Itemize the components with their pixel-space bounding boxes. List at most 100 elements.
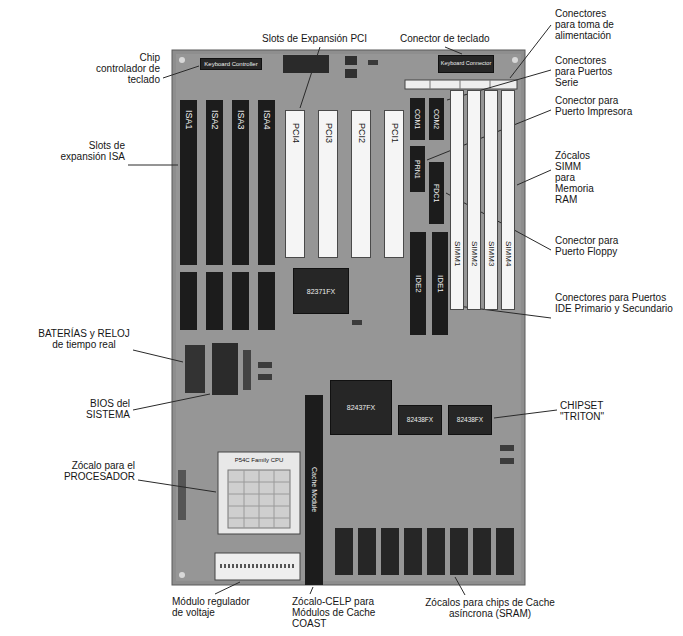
part-label: 82438FX xyxy=(457,417,483,424)
part-label: 82438FX xyxy=(407,417,433,424)
leader-line xyxy=(517,170,551,185)
isa-slot-part xyxy=(206,272,223,330)
isa-slot: ISA4 xyxy=(258,100,275,265)
port-header: COM2 xyxy=(429,98,444,140)
small-chip xyxy=(345,69,357,78)
leader-line xyxy=(215,582,240,594)
part-label: Cache Module xyxy=(311,467,318,512)
sram-chip xyxy=(358,528,376,575)
jumper xyxy=(500,445,514,451)
callout-label: CHIPSET "TRITON" xyxy=(560,400,620,422)
part-label: PCI3 xyxy=(324,123,333,143)
mounting-hole xyxy=(179,57,185,63)
callout-label: Conector de teclado xyxy=(400,33,510,44)
jumper-block xyxy=(243,350,251,390)
simm-socket: SIMM2 xyxy=(467,90,481,310)
isa-slot: ISA3 xyxy=(232,100,249,265)
callout-label: Slots de Expansión PCI xyxy=(262,33,392,44)
simm-socket: SIMM4 xyxy=(501,90,515,310)
part-label: IDE2 xyxy=(414,275,422,293)
pin-grid xyxy=(228,470,290,528)
sram-chip xyxy=(496,528,514,575)
sram-chip xyxy=(335,528,353,575)
board-surface xyxy=(176,54,521,581)
leader-line xyxy=(510,25,551,78)
simm-socket: SIMM1 xyxy=(450,90,464,310)
part-label: PCI1 xyxy=(390,123,399,143)
part-label: Keyboard Connector xyxy=(441,61,491,67)
cache-slot: Cache Module xyxy=(305,395,323,585)
callout-label: Zócalo-CELP para Módulos de Cache COAST xyxy=(292,596,380,629)
jumper-block xyxy=(178,470,186,520)
pci-slot: PCI2 xyxy=(351,110,371,258)
part-label: COM1 xyxy=(414,109,421,129)
callout-label: Conector para Puerto Impresora xyxy=(555,95,645,117)
small-chip xyxy=(345,56,357,65)
sram-chip xyxy=(404,528,422,575)
sram-chip xyxy=(381,528,399,575)
pin-column xyxy=(274,470,275,528)
chipset-chip: 82371FX xyxy=(293,268,349,314)
ide-header: IDE2 xyxy=(410,232,426,335)
part-label: P54C Family CPU xyxy=(235,457,284,463)
part-label: FDC1 xyxy=(433,184,440,202)
callout-label: Conector para Puerto Floppy xyxy=(555,235,620,257)
port-header: COM1 xyxy=(410,98,425,140)
callout-label: BIOS del SISTEMA xyxy=(60,398,130,420)
motherboard xyxy=(172,50,525,585)
isa-slot-part xyxy=(258,272,275,330)
pin-column xyxy=(259,470,260,528)
isa-slot: ISA1 xyxy=(180,100,197,265)
jumper xyxy=(352,320,362,325)
pci-slot: PCI1 xyxy=(384,110,404,258)
callout-label: Conectores para Puertos IDE Primario y S… xyxy=(555,292,675,314)
part-label: PCI4 xyxy=(291,123,300,143)
pci-slot: PCI4 xyxy=(285,110,305,258)
isa-slot-part xyxy=(232,272,249,330)
connector-divider xyxy=(430,80,431,89)
leader-line xyxy=(455,577,465,595)
part-label: PCI2 xyxy=(357,123,366,143)
jumper xyxy=(368,60,378,65)
jumper xyxy=(258,362,272,368)
bios-chip xyxy=(283,55,329,73)
part-label: 82437FX xyxy=(347,404,375,411)
part-label: SIMM2 xyxy=(470,241,478,266)
part-label: ISA2 xyxy=(210,110,219,130)
isa-slot: ISA2 xyxy=(206,100,223,265)
part-label: IDE1 xyxy=(436,275,444,293)
callout-label: BATERÍAS y RELOJ de tiempo real xyxy=(38,328,130,350)
pin-column xyxy=(244,470,245,528)
connector-divider xyxy=(460,80,461,89)
controller-chip: Keyboard Controller xyxy=(200,58,262,70)
battery xyxy=(185,345,205,393)
leader-line xyxy=(163,66,199,78)
callout-label: Zócalos SIMM para Memoria RAM xyxy=(555,150,603,205)
part-label: ISA1 xyxy=(184,110,193,130)
vrm-module xyxy=(215,553,300,580)
leader-line xyxy=(138,480,216,492)
part-label: ISA3 xyxy=(236,110,245,130)
leader-line xyxy=(310,587,313,594)
part-label: COM2 xyxy=(433,109,440,129)
leader-line xyxy=(133,350,183,362)
keyboard-connector: Keyboard Connector xyxy=(438,55,494,73)
mounting-hole xyxy=(179,572,185,578)
port-header: FDC1 xyxy=(429,162,444,224)
callout-label: Módulo regulador de voltaje xyxy=(172,596,257,618)
vrm-pins xyxy=(220,564,295,568)
leader-line xyxy=(300,47,320,108)
pci-slot: PCI3 xyxy=(318,110,338,258)
chipset-chip: 82438FX xyxy=(398,405,442,435)
ide-header: IDE1 xyxy=(432,232,448,335)
leader-line xyxy=(445,47,462,54)
callout-label: Zócalo para el PROCESADOR xyxy=(48,460,135,482)
jumper xyxy=(500,458,514,464)
jumper xyxy=(258,374,272,380)
callout-label: Conectores para toma de alimentación xyxy=(555,8,625,41)
part-label: SIMM4 xyxy=(504,241,512,266)
cpu-socket-body xyxy=(218,452,300,534)
part-label: Keyboard Controller xyxy=(204,61,257,67)
part-label: ISA4 xyxy=(262,110,271,130)
